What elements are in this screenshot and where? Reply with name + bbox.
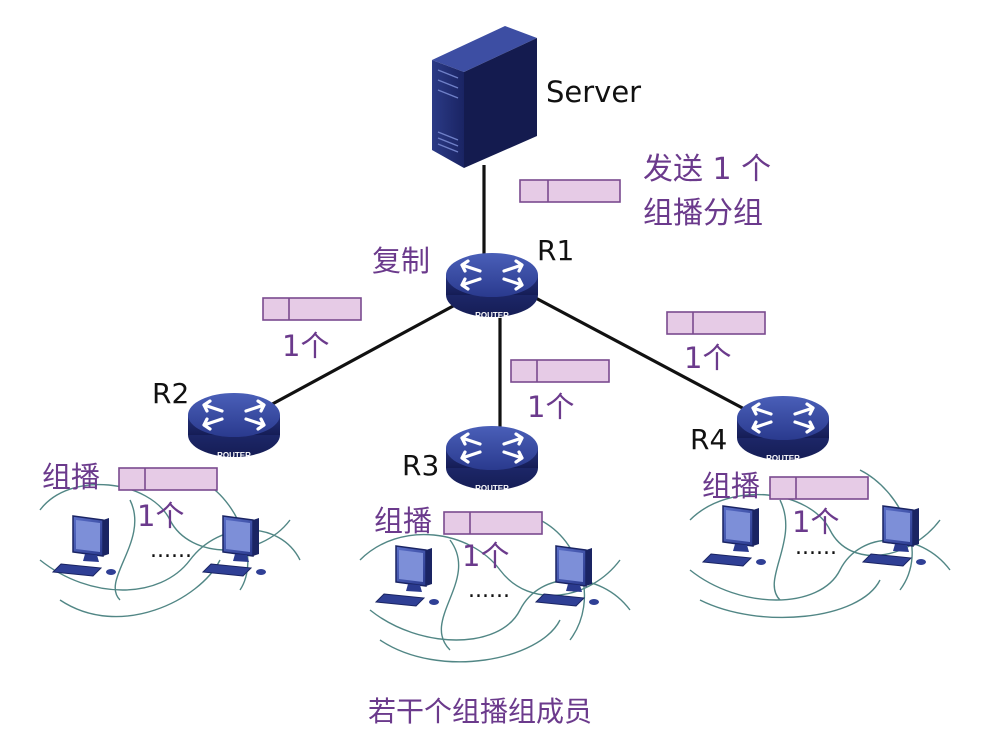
one-packet-label-r1-r3: 1个: [527, 390, 575, 424]
pc-icon: [375, 545, 440, 607]
router-r4-label: R4: [690, 423, 728, 456]
router-r3-badge: ROUTER: [475, 484, 509, 493]
multicast-label-r2: 组播: [42, 460, 101, 494]
one-packet-label-r1-r2: 1个: [282, 329, 330, 363]
packet-icon: [118, 467, 218, 491]
packet-icons: [118, 179, 869, 535]
packet-icon: [510, 359, 610, 383]
network-links: [264, 165, 751, 435]
server-icon: [432, 26, 537, 168]
pc-icon: [52, 515, 117, 577]
footer-caption: 若干个组播组成员: [368, 695, 593, 728]
ellipsis-r3: ......: [468, 578, 510, 603]
router-r1-label: R1: [537, 234, 575, 267]
packet-icon: [519, 179, 621, 203]
router-r4-badge: ROUTER: [766, 454, 800, 463]
router-r2-badge: ROUTER: [217, 451, 251, 460]
router-r4-icon: ROUTER: [735, 394, 831, 463]
router-r1-icon: ROUTER: [444, 251, 540, 320]
ellipsis-r2: ......: [150, 538, 192, 563]
router-r2-label: R2: [152, 377, 190, 410]
ellipsis-r4: ......: [795, 535, 837, 560]
one-packet-label-r2: 1个: [137, 499, 185, 533]
packet-icon: [666, 311, 766, 335]
router-r3-icon: ROUTER: [444, 424, 540, 493]
router-r2-icon: ROUTER: [186, 391, 282, 460]
send-annotation-line1: 发送 1 个: [643, 152, 772, 187]
send-annotation-line2: 组播分组: [643, 196, 763, 231]
one-packet-label-r4: 1个: [792, 505, 840, 539]
router-r3-label: R3: [402, 449, 440, 482]
packet-icon: [262, 297, 362, 321]
one-packet-label-r3: 1个: [462, 539, 510, 573]
server-label: Server: [546, 75, 642, 109]
pc-icon: [702, 505, 767, 567]
packet-icon: [443, 511, 543, 535]
multicast-label-r3: 组播: [374, 504, 433, 538]
pc-icon: [862, 505, 927, 567]
copy-annotation: 复制: [372, 244, 431, 278]
packet-icon: [769, 476, 869, 500]
pc-icon: [202, 515, 267, 577]
pc-icon: [535, 545, 600, 607]
multicast-label-r4: 组播: [702, 469, 761, 503]
router-r1-badge: ROUTER: [475, 311, 509, 320]
one-packet-label-r1-r4: 1个: [684, 341, 732, 375]
